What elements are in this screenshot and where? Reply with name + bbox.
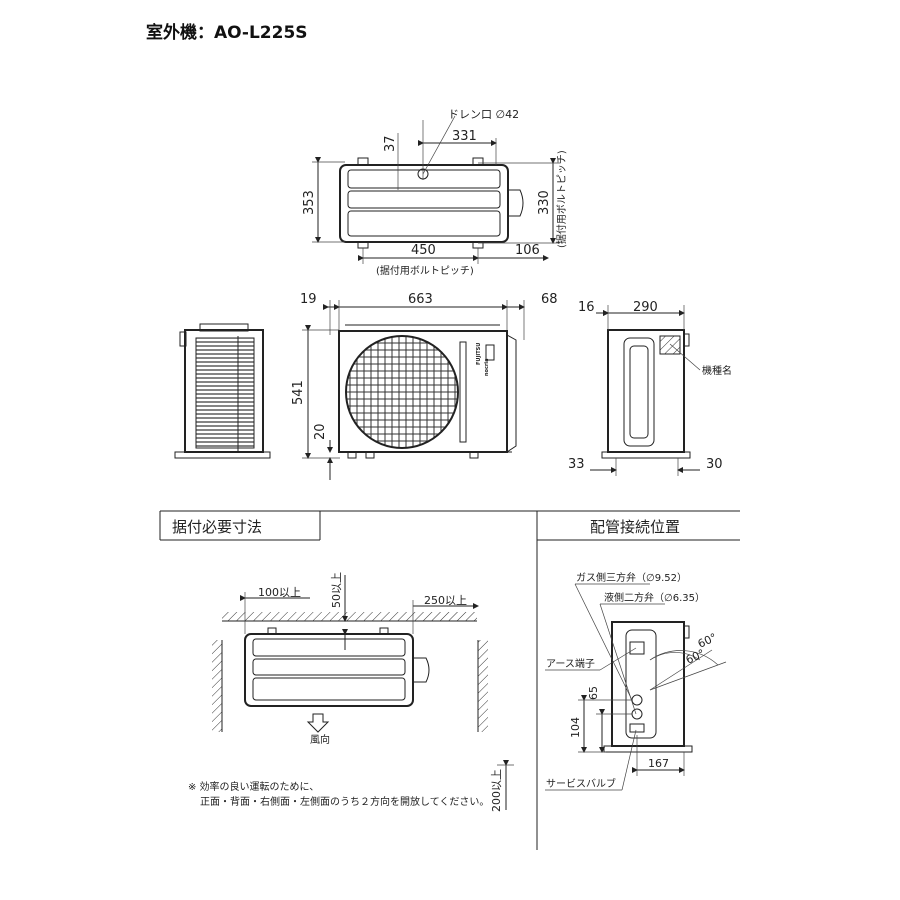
bolt-pitch-vertical: (据付用ボルトピッチ): [555, 150, 568, 248]
install-section-heading: 据付必要寸法: [172, 518, 262, 536]
brand-nocria-logo: nocria: [484, 358, 490, 376]
dim-100-min: 100以上: [258, 586, 301, 599]
left-side-view: [174, 323, 271, 459]
bolt-pitch-horizontal: (据付用ボルトピッチ): [376, 264, 474, 277]
earth-terminal-label: アース端子: [546, 657, 595, 670]
dim-331: 331: [452, 129, 477, 144]
wind-direction-label: 風向: [310, 733, 330, 746]
dim-50-min: 50以上: [330, 572, 343, 608]
note-line-1: ※ 効率の良い運転のために、: [188, 780, 319, 793]
install-clearance-drawing: 100以上 50以上 250以上 200以上 風向 ※ 効率の良い運転のために、…: [188, 572, 514, 812]
dim-200-min: 200以上: [490, 769, 503, 812]
dim-663: 663: [408, 292, 433, 307]
dim-33: 33: [568, 457, 585, 472]
dim-30: 30: [706, 457, 723, 472]
dim-20: 20: [313, 423, 328, 440]
dim-167: 167: [648, 757, 669, 770]
model-name-label: 機種名: [702, 364, 732, 377]
dim-106: 106: [515, 243, 540, 258]
dim-68: 68: [541, 292, 558, 307]
dim-104: 104: [569, 717, 582, 738]
liquid-valve-label: 液側二方弁（∅6.35）: [604, 591, 705, 604]
brand-fujitsu-logo: FUJITSU: [476, 343, 482, 365]
piping-position-drawing: ガス側三方弁（∅9.52） 液側二方弁（∅6.35） アース端子 サービスバルブ…: [545, 571, 727, 791]
page-title: 室外機：AO-L225S: [146, 23, 308, 43]
dim-19: 19: [300, 292, 317, 307]
section-frames: [159, 510, 740, 850]
top-view: ドレン口 ∅42 331 37 353 330 (据付用ボルトピッチ) 450 …: [302, 108, 568, 277]
angle-60-lower: 60°: [684, 647, 707, 667]
right-side-view: 16 290 機種名 33 30: [568, 300, 732, 476]
dim-330: 330: [537, 190, 552, 215]
note-line-2: 正面・背面・右側面・左側面のうち２方向を開放してください。: [200, 795, 489, 808]
gas-valve-label: ガス側三方弁（∅9.52）: [576, 571, 687, 584]
piping-section-heading: 配管接続位置: [590, 518, 680, 536]
dim-353: 353: [302, 190, 317, 215]
front-view: 19 663 68 541 20 FUJITSU nocria: [291, 292, 558, 480]
dim-65: 65: [587, 686, 600, 700]
drain-label: ドレン口 ∅42: [448, 108, 519, 121]
service-valve-label: サービスバルブ: [546, 777, 616, 790]
dim-250-min: 250以上: [424, 594, 467, 607]
dim-16: 16: [578, 300, 595, 315]
dim-541: 541: [291, 380, 306, 405]
dim-450: 450: [411, 243, 436, 258]
dim-290: 290: [633, 300, 658, 315]
dim-37: 37: [383, 135, 398, 152]
